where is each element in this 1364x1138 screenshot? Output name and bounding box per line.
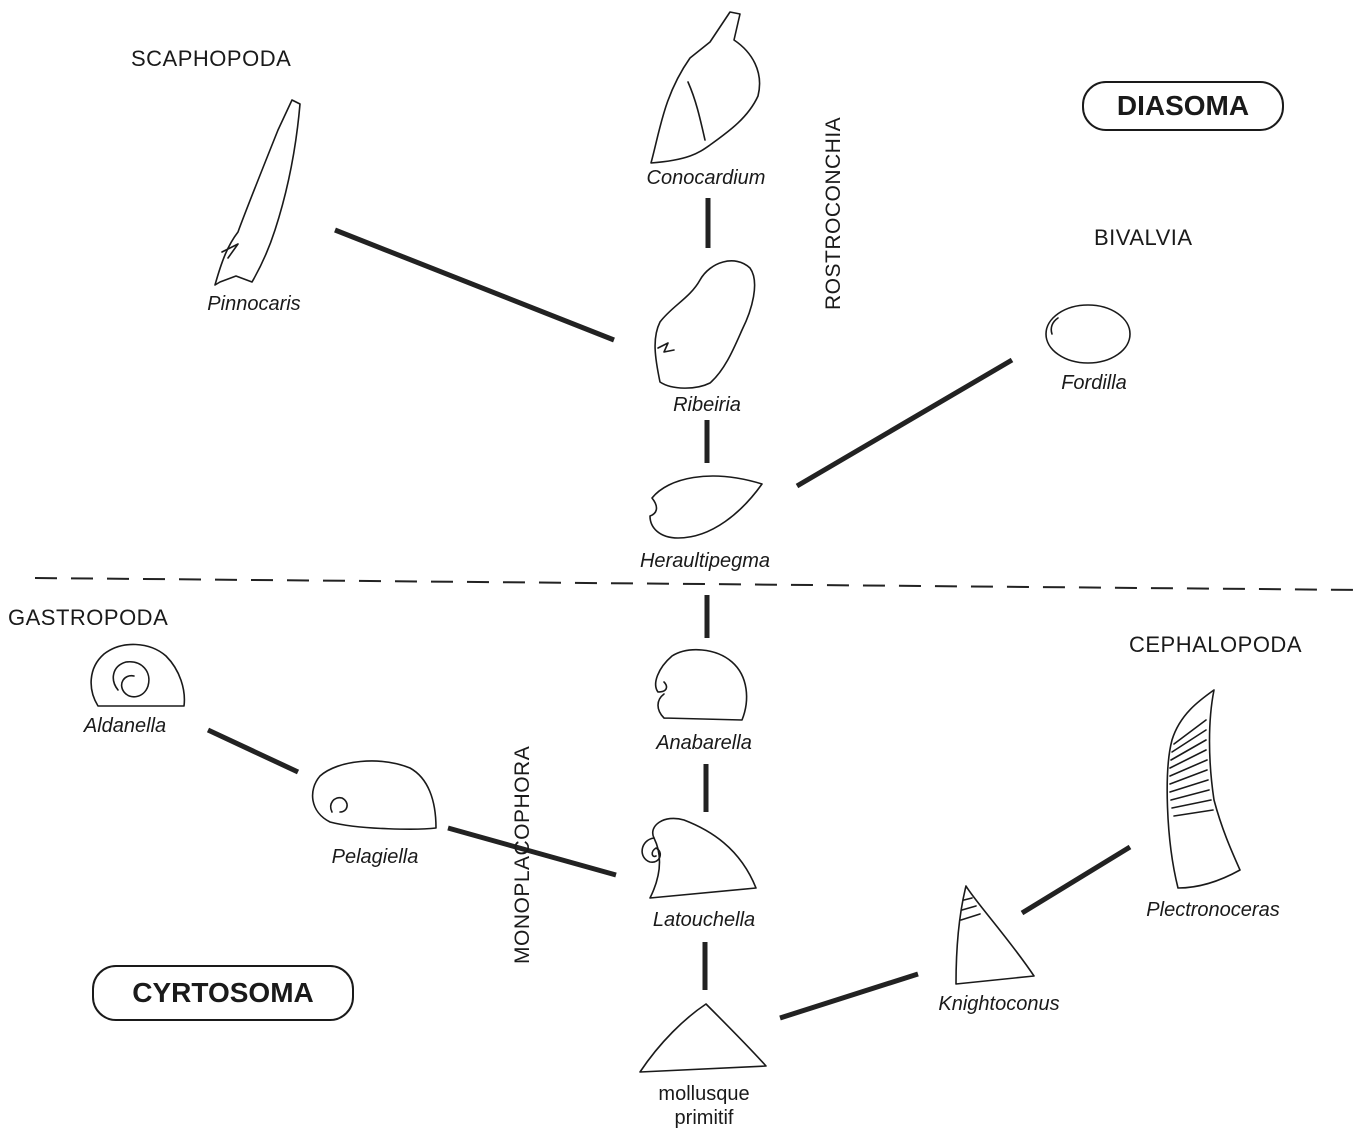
superclass-diasoma: DIASOMA [1082,81,1284,131]
root-label: mollusque primitif [658,1082,749,1130]
pinnocaris-fossil [215,100,300,285]
genus-pelagiella: Pelagiella [332,846,419,869]
genus-plectronoceras: Plectronoceras [1146,899,1279,922]
genus-anabarella: Anabarella [656,732,752,755]
fordilla-fossil [1046,305,1130,363]
superclass-cyrtosoma-label: CYRTOSOMA [132,977,314,1009]
genus-latouchella: Latouchella [653,909,755,932]
link-pinnocaris-ribeiria [335,230,614,340]
link-heraultipegma-fordilla [797,360,1012,486]
genus-heraultipegma: Heraultipegma [640,550,770,573]
diasoma-cyrtosoma-divider [35,578,1364,590]
plectronoceras-fossil [1167,690,1240,888]
class-gastropoda: GASTROPODA [8,605,168,631]
heraultipegma-fossil [650,476,762,538]
primitive-mollusc-fossil [640,1004,766,1072]
genus-pinnocaris: Pinnocaris [207,293,300,316]
link-primitive-knightoconus [780,974,918,1018]
latouchella-fossil [642,818,756,898]
class-bivalvia: BIVALVIA [1094,225,1193,251]
conocardium-fossil [651,12,760,163]
genus-conocardium: Conocardium [647,167,766,190]
aldanella-fossil [91,644,184,706]
anabarella-fossil [656,650,747,720]
genus-fordilla: Fordilla [1061,372,1127,395]
superclass-cyrtosoma: CYRTOSOMA [92,965,354,1021]
genus-ribeiria: Ribeiria [673,394,741,417]
superclass-diasoma-label: DIASOMA [1117,90,1249,122]
ribeiria-fossil [655,261,755,388]
root-label-line2: primitif [658,1106,749,1130]
link-knightoconus-plectronoceras [1022,847,1130,913]
class-monoplacophora: MONOPLACOPHORA [511,746,535,964]
class-cephalopoda: CEPHALOPODA [1129,632,1302,658]
genus-aldanella: Aldanella [84,715,166,738]
knightoconus-fossil [956,886,1034,984]
root-label-line1: mollusque [658,1082,749,1106]
link-aldanella-pelagiella [208,730,298,772]
pelagiella-fossil [313,761,436,829]
class-scaphopoda: SCAPHOPODA [131,46,291,72]
class-rostroconchia: ROSTROCONCHIA [822,117,846,310]
genus-knightoconus: Knightoconus [938,993,1059,1016]
